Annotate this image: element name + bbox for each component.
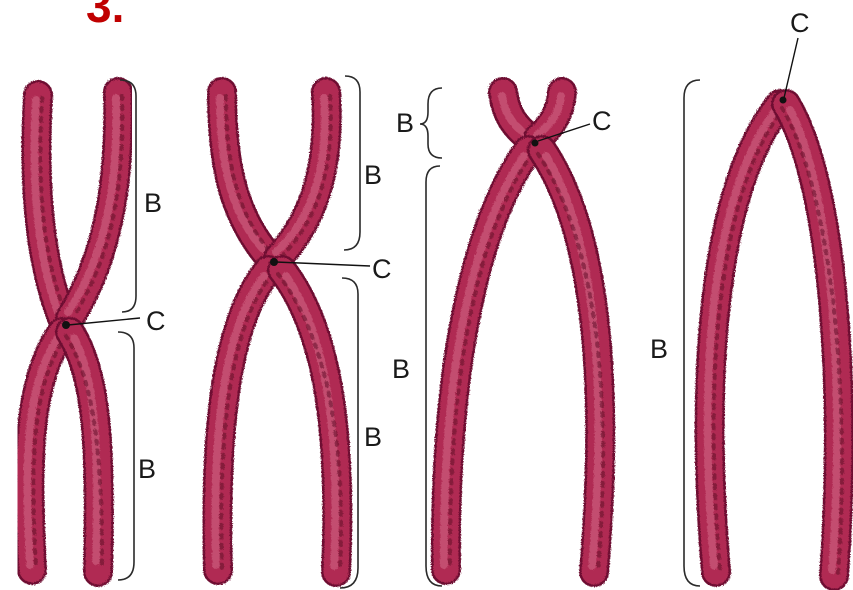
arm-bracket bbox=[420, 88, 442, 158]
chromatid-long-left bbox=[444, 150, 532, 570]
arm-label-b: B bbox=[650, 334, 668, 364]
chromosome-acrocentric bbox=[444, 92, 603, 572]
chromatid-upper-left bbox=[220, 92, 274, 258]
chromatid-right bbox=[782, 104, 842, 576]
chromatid-lower-right bbox=[278, 270, 341, 572]
centromere-label-c: C bbox=[146, 306, 166, 336]
chromatid-lower-right bbox=[66, 332, 102, 572]
arm-label-b: B bbox=[364, 160, 382, 190]
chromatid-short-right bbox=[537, 92, 562, 138]
centromere-leader bbox=[784, 38, 798, 98]
centromere-label-c: C bbox=[372, 254, 392, 284]
chromatid-upper-right bbox=[68, 92, 122, 318]
arm-label-b: B bbox=[144, 188, 162, 218]
centromere-label-c: C bbox=[592, 106, 612, 136]
arm-bracket bbox=[118, 332, 134, 580]
chromatid-left bbox=[708, 104, 784, 572]
chromatid-long-right bbox=[538, 150, 603, 572]
chromosome-telocentric bbox=[708, 104, 842, 576]
centromere-dot bbox=[532, 140, 539, 147]
chromatid-lower-left bbox=[215, 270, 272, 570]
arm-label-b: B bbox=[392, 354, 410, 384]
chromosome-submetacentric bbox=[215, 92, 341, 572]
centromere-dot bbox=[780, 97, 787, 104]
centromere-label-c: C bbox=[790, 8, 810, 38]
chromosome-metacentric bbox=[27, 92, 122, 572]
arm-label-b: B bbox=[396, 108, 414, 138]
chromatid-upper-left bbox=[35, 95, 66, 318]
chromatid-upper-right bbox=[276, 92, 331, 258]
figure-number: 3. bbox=[86, 0, 124, 32]
chromatid-lower-left bbox=[27, 332, 66, 570]
arm-label-b: B bbox=[364, 422, 382, 452]
arm-bracket bbox=[344, 76, 360, 250]
arm-label-b: B bbox=[138, 454, 156, 484]
